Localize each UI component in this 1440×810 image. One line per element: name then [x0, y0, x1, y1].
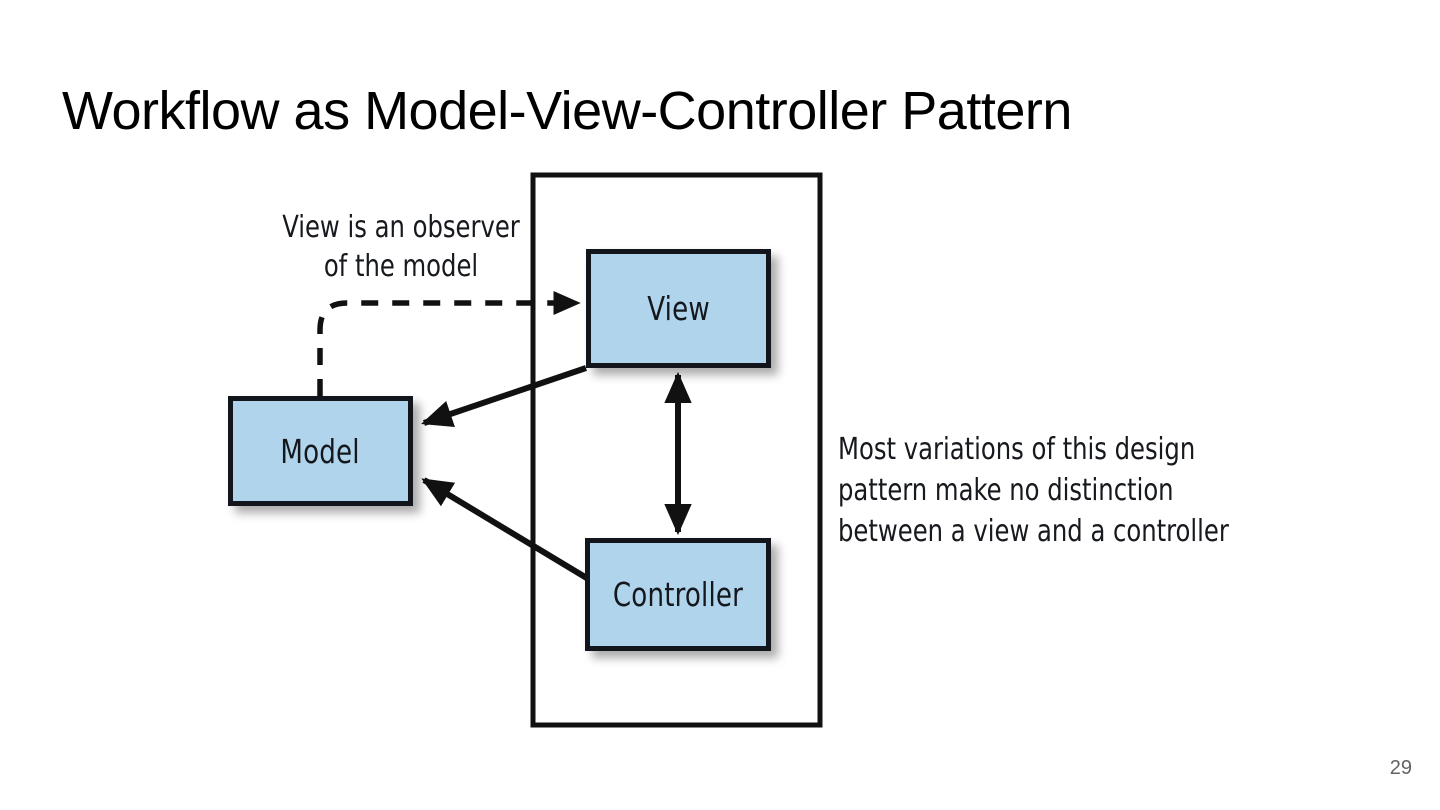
variations-note-line-1: Most variations of this design [838, 432, 1196, 467]
node-controller-label: Controller [612, 575, 744, 614]
edge-controller-to-model [421, 477, 592, 583]
edge-view-to-model [421, 365, 587, 427]
observer-note-line-1: View is an observer [282, 210, 520, 245]
node-model[interactable]: Model [228, 396, 413, 506]
page-title: Workflow as Model-View-Controller Patter… [62, 81, 1072, 141]
view-is-an-observer-note: View is an observer of the model [280, 208, 523, 286]
view-controller-grouping-box [530, 172, 823, 728]
page-number: 29 [1389, 757, 1412, 779]
node-model-label: Model [280, 431, 361, 471]
most-variations-note: Most variations of this design pattern m… [838, 430, 1229, 552]
node-view[interactable]: View [586, 249, 771, 368]
node-view-label: View [647, 289, 710, 328]
node-controller[interactable]: Controller [585, 538, 771, 651]
observer-note-line-2: of the model [323, 249, 479, 284]
variations-note-line-3: between a view and a controller [838, 513, 1229, 549]
variations-note-line-2: pattern make no distinction [838, 472, 1174, 508]
edge-model-to-view-observer [317, 290, 581, 396]
